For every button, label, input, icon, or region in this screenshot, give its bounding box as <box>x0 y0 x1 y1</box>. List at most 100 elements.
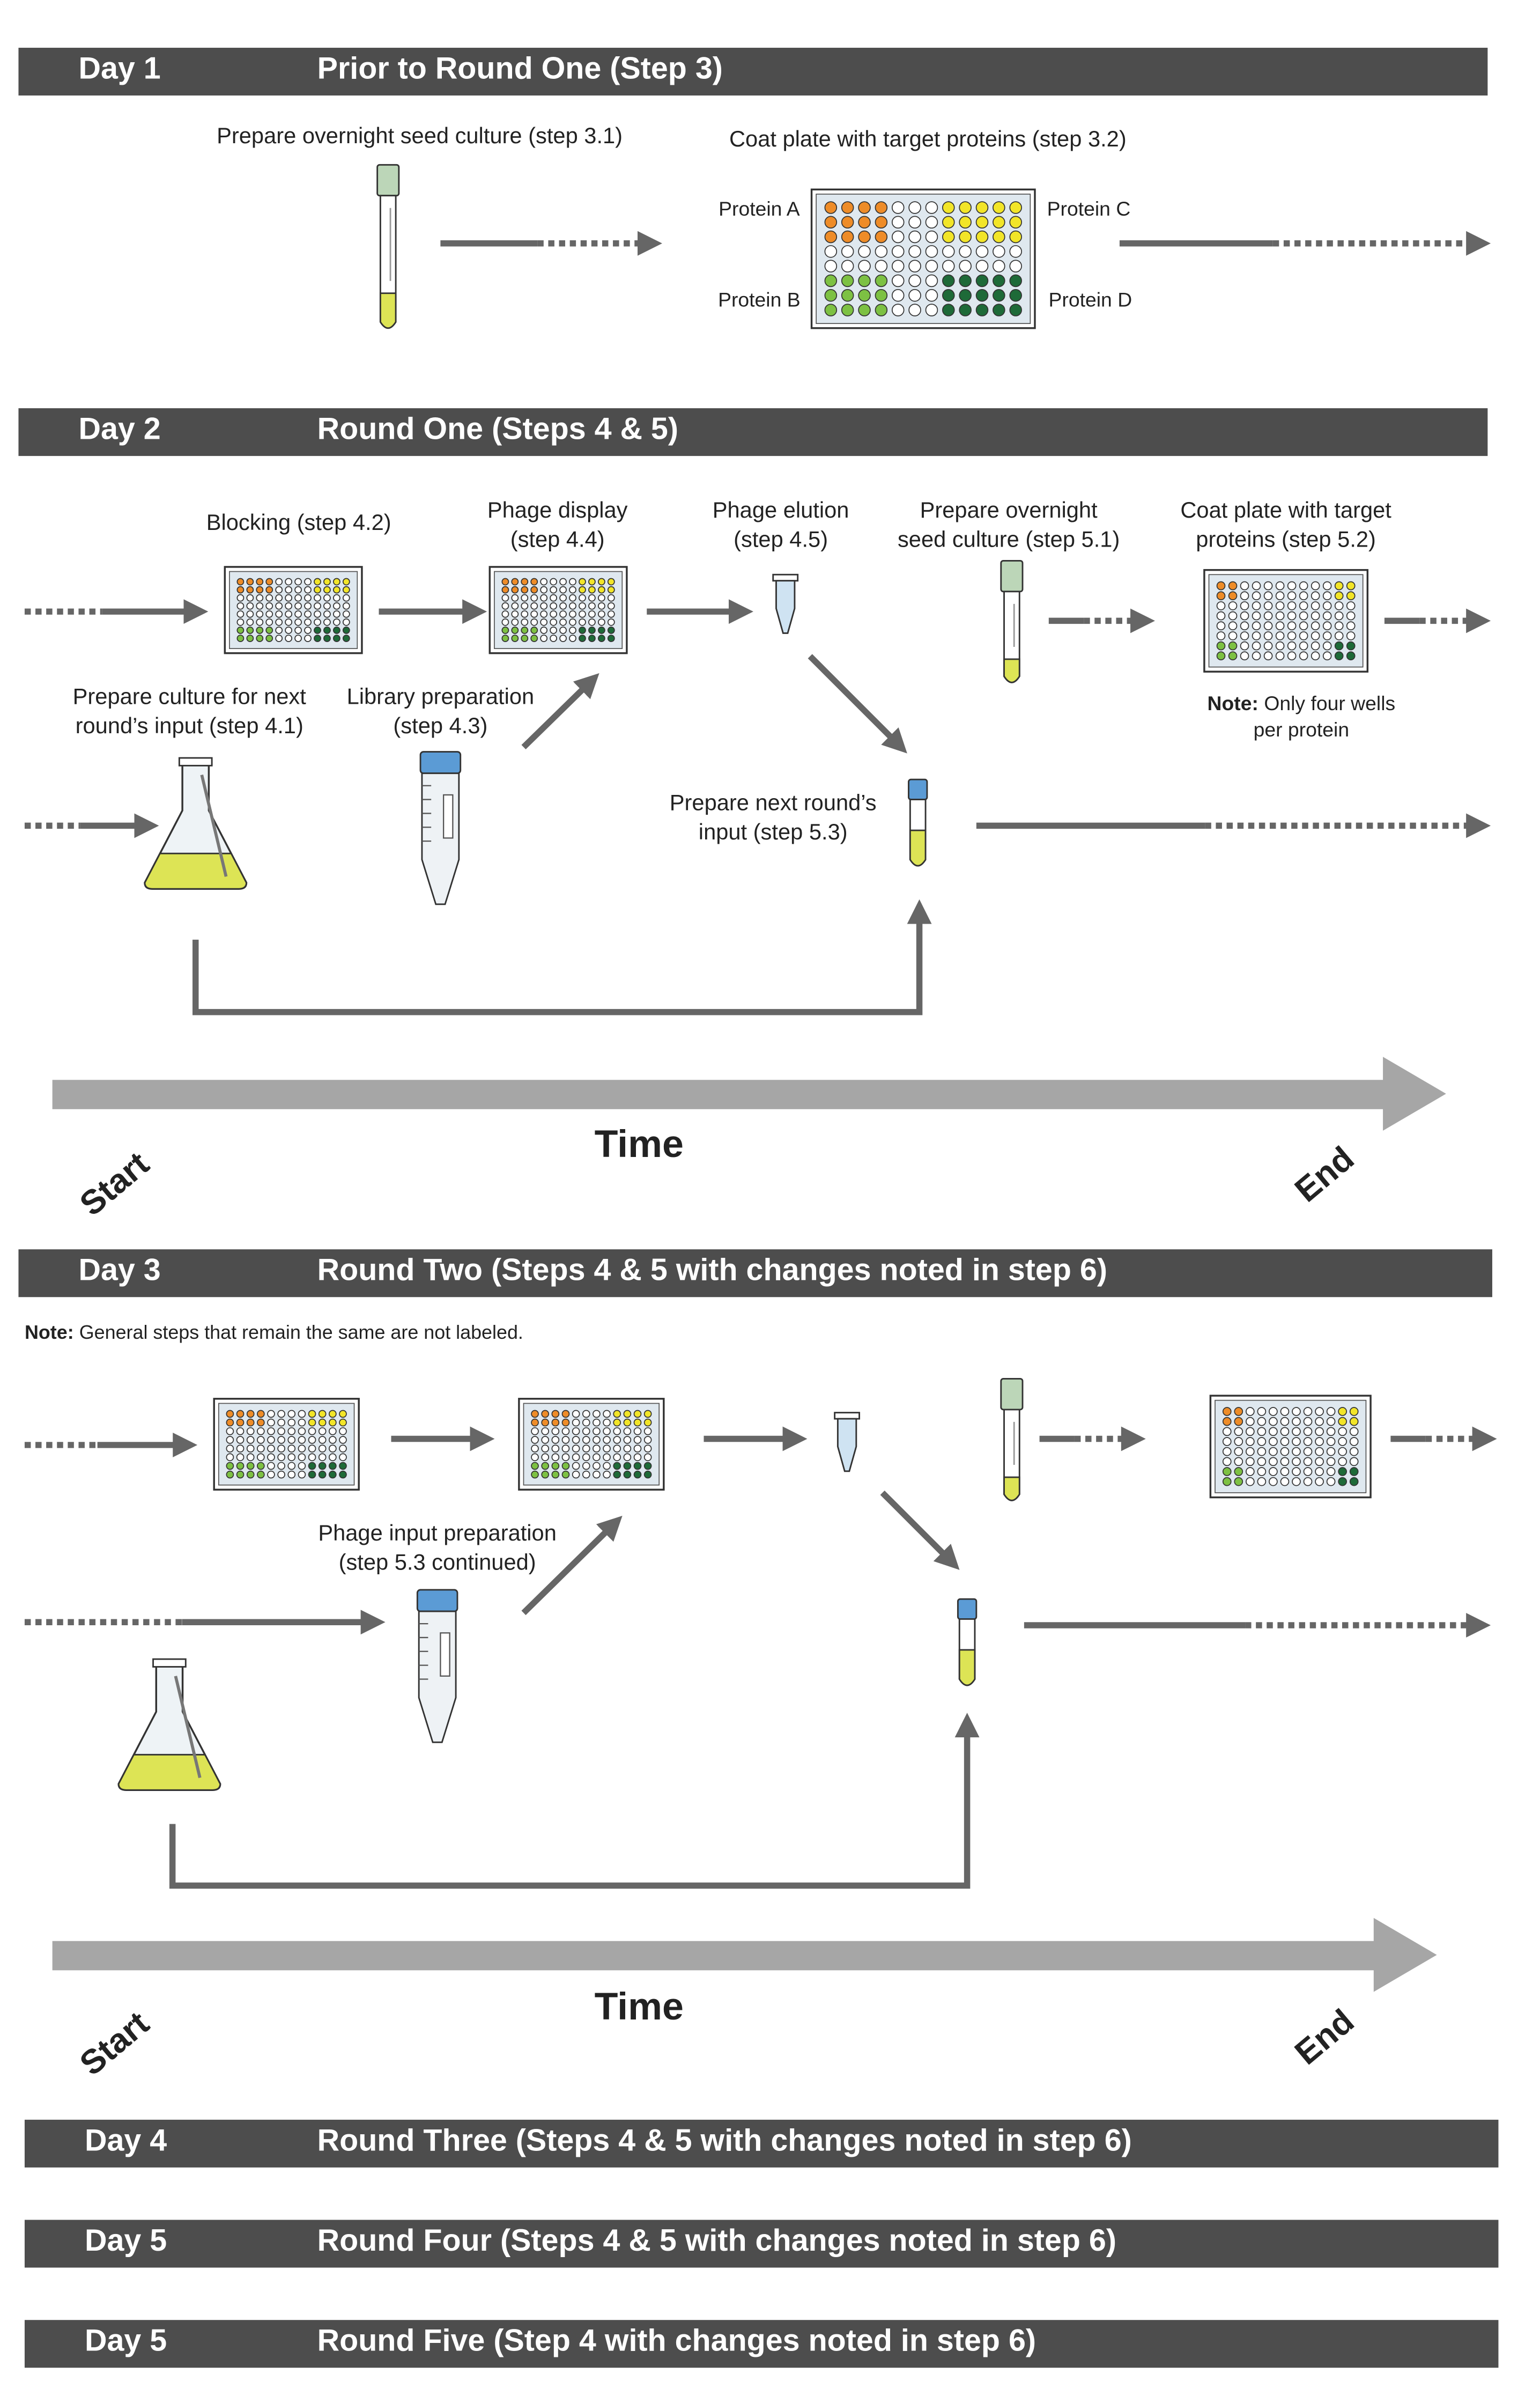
well <box>267 1410 275 1418</box>
well <box>633 1427 642 1435</box>
coat-plate-2-icon <box>1203 569 1369 673</box>
well <box>942 289 955 302</box>
well <box>1292 1467 1301 1476</box>
well <box>294 602 302 610</box>
well <box>277 1462 285 1470</box>
well <box>256 602 264 610</box>
well <box>275 602 283 610</box>
well <box>1234 1477 1243 1486</box>
well <box>1334 651 1344 661</box>
well <box>1222 1477 1232 1486</box>
well <box>277 1436 285 1444</box>
well <box>875 245 888 258</box>
well <box>275 626 283 634</box>
well <box>607 610 615 618</box>
well <box>607 586 615 594</box>
well <box>1292 1447 1301 1456</box>
well <box>1315 1417 1324 1426</box>
well <box>1246 1437 1255 1446</box>
tube-liquid <box>379 292 397 329</box>
day2-arrow-6 <box>808 654 907 754</box>
well <box>582 1427 590 1435</box>
well <box>1257 1447 1267 1456</box>
well <box>1216 651 1226 661</box>
well <box>318 1453 327 1462</box>
well <box>925 216 938 229</box>
tube-cap <box>376 164 400 197</box>
well <box>1303 1417 1313 1426</box>
well <box>1303 1407 1313 1416</box>
well <box>841 304 854 316</box>
well <box>1338 1447 1347 1456</box>
well <box>1292 1437 1301 1446</box>
conical-cap <box>419 751 462 775</box>
well <box>332 610 340 618</box>
well <box>314 594 321 602</box>
well <box>572 1453 580 1462</box>
well <box>511 618 519 626</box>
well <box>643 1462 652 1470</box>
well <box>993 304 1005 316</box>
well <box>588 602 596 610</box>
well <box>1234 1457 1243 1466</box>
well <box>975 230 989 244</box>
flask-pipette <box>174 1676 202 1778</box>
well <box>613 1436 621 1444</box>
well <box>1346 581 1356 591</box>
well <box>1311 621 1320 631</box>
well <box>1263 641 1273 651</box>
well <box>550 594 558 602</box>
well <box>342 635 350 642</box>
well <box>287 1453 296 1462</box>
well <box>1303 1477 1313 1486</box>
well <box>1346 611 1356 621</box>
well <box>236 1418 245 1427</box>
well <box>1322 641 1332 651</box>
well <box>1311 581 1320 591</box>
display-plate-3-icon <box>518 1398 665 1491</box>
well <box>339 1427 347 1435</box>
flask-rim <box>152 1658 187 1668</box>
well <box>588 586 596 594</box>
well <box>1334 611 1344 621</box>
well <box>1299 631 1308 640</box>
well <box>1009 274 1022 288</box>
well <box>623 1470 632 1479</box>
well <box>1240 641 1249 651</box>
well <box>607 602 615 610</box>
well <box>531 1453 539 1462</box>
well <box>603 1462 611 1470</box>
well <box>521 626 529 634</box>
well <box>257 1436 265 1444</box>
well <box>1257 1477 1267 1486</box>
well <box>579 594 586 602</box>
well <box>1240 631 1249 640</box>
next-input-tube-icon <box>908 778 928 867</box>
day2-note-text2: per protein <box>1253 718 1350 741</box>
well <box>285 626 293 634</box>
well <box>1338 1457 1347 1466</box>
well <box>1252 611 1261 621</box>
protein-b-label: Protein B <box>718 288 801 312</box>
well <box>1216 631 1226 640</box>
well <box>1287 581 1297 591</box>
well <box>339 1436 347 1444</box>
well <box>858 260 871 272</box>
well <box>1287 591 1297 601</box>
well <box>582 1418 590 1427</box>
well <box>285 618 293 626</box>
well <box>1263 591 1273 601</box>
well <box>959 201 972 214</box>
well <box>559 594 567 602</box>
well <box>623 1462 632 1470</box>
well <box>942 245 955 258</box>
well <box>550 578 558 586</box>
well <box>582 1444 590 1453</box>
well <box>304 594 312 602</box>
day3-arrow-3-head <box>1121 1426 1146 1451</box>
day1-label: Day 1 <box>78 52 161 86</box>
well <box>1303 1447 1313 1456</box>
day5b-title: Round Five (Step 4 with changes noted in… <box>317 2324 1036 2359</box>
